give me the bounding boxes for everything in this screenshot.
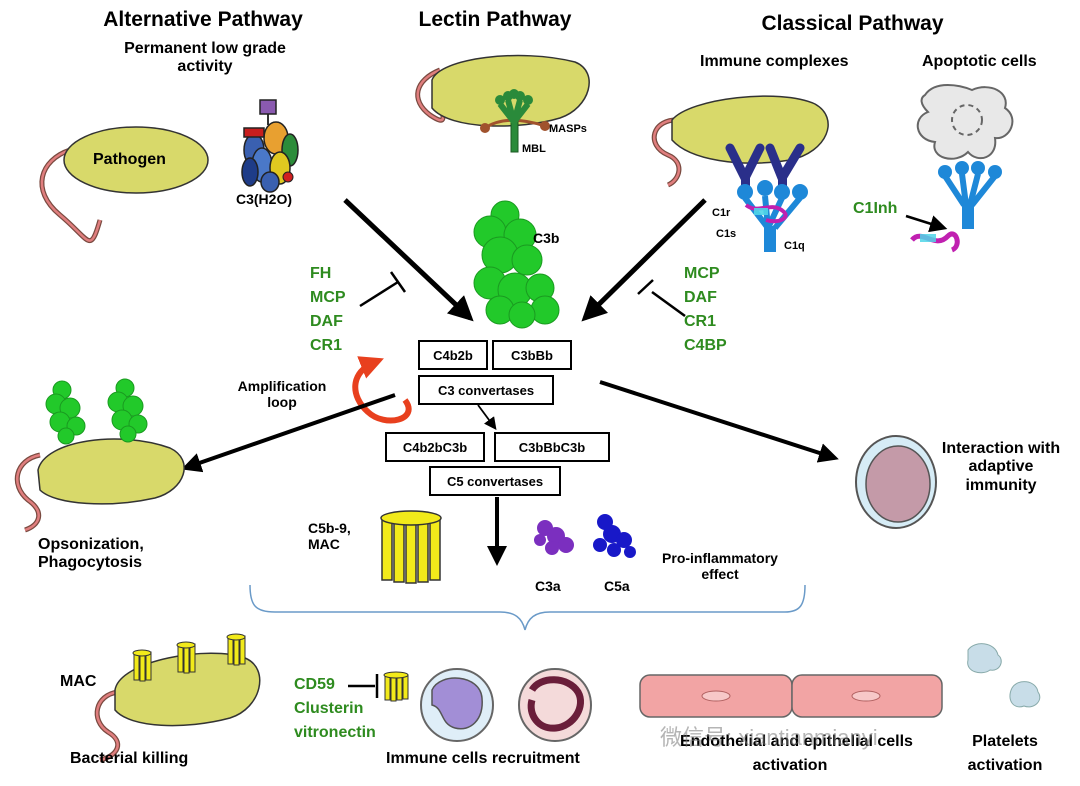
box-c4b2bc3b: C4b2bC3b [385, 432, 485, 462]
c3a-label: C3a [535, 578, 561, 594]
platelet-label: Platelets [972, 733, 1038, 750]
adaptive-cell [855, 435, 937, 529]
alternative-pathway-subtitle: Permanent low grade activity [124, 40, 286, 76]
immune-cells-recruitment-label: Immune cells recruitment [386, 750, 580, 767]
alt-inhibitor [359, 271, 407, 308]
mac-bacterium [94, 633, 261, 763]
box-c3-convertases: C3 convertases [418, 375, 554, 405]
classical-arrow [581, 198, 707, 322]
amplification-arrow [352, 356, 412, 424]
bacterial-killing-label: Bacterial killing [70, 750, 189, 767]
opsonized-pathogen [14, 378, 185, 533]
alternative-pathway-title: Alternative Pathway [103, 8, 303, 31]
mac-cylinders [380, 510, 442, 584]
box-c3bbbc3b: C3bBbC3b [494, 432, 610, 462]
adaptive-immunity-label: Interaction with adaptive immunity [941, 440, 1061, 494]
c1s-label: C1s [716, 228, 737, 240]
c1r-label: C1r [712, 207, 731, 219]
classical-regulator-daf: DAF [684, 289, 717, 306]
c5a-molecule [593, 514, 636, 558]
cd59-inhibitor [348, 671, 409, 702]
mbl-label: MBL [522, 143, 546, 155]
amplification-loop-label: Amplification loop [237, 378, 327, 411]
pathogen-label: Pathogen [93, 151, 166, 168]
platelets [967, 643, 1041, 708]
monocyte-cell [420, 668, 494, 742]
bottom-mac-label: MAC [60, 673, 97, 690]
mbl-molecule [480, 89, 550, 153]
clusterin-label: Clusterin [294, 700, 364, 717]
convertase-arrow [477, 404, 497, 431]
proinflammatory-label: Pro-inflammatory effect [662, 550, 778, 583]
alt-regulator-fh: FH [310, 265, 332, 282]
box-c3bbb: C3bBb [492, 340, 572, 370]
classical-regulator-mcp: MCP [684, 265, 720, 282]
platelet-activation-label: activation [967, 757, 1043, 774]
lectin-pathway-title: Lectin Pathway [418, 8, 572, 31]
opsonization-arrow [181, 393, 396, 473]
vitronectin-label: vitronectin [294, 724, 376, 741]
c1inh-arrow [905, 214, 948, 233]
endothelial-cells [639, 674, 943, 718]
alternative-pathogen [39, 126, 209, 244]
classical-regulator-c4bp: C4BP [684, 337, 727, 354]
c3h2o-molecule [241, 99, 299, 193]
classical-pathogen [651, 95, 829, 188]
c3a-molecule [534, 520, 574, 555]
c1q-label: C1q [784, 240, 805, 252]
lectin-pathogen [415, 54, 590, 127]
watermark: 微信号: xiantianmianyi [660, 725, 878, 750]
box-c4b2b: C4b2b [418, 340, 488, 370]
c5a-label: C5a [604, 578, 630, 594]
c3h2o-label: C3(H2O) [236, 191, 293, 207]
apoptotic-cells-label: Apoptotic cells [922, 53, 1037, 70]
mac-label: C5b-9, MAC [308, 520, 351, 553]
classical-inhibitor [637, 279, 686, 318]
c1inh-label: C1Inh [853, 200, 898, 217]
opsonization-label: Opsonization, Phagocytosis [38, 536, 144, 572]
c1q-apoptotic [938, 161, 1002, 229]
c3b-molecule [473, 200, 560, 329]
endothelial-activation-label: activation [752, 757, 828, 774]
neutrophil-cell [518, 668, 592, 742]
masps-label: MASPs [549, 123, 587, 135]
c1inh-molecule [910, 231, 960, 253]
alt-arrow [343, 198, 474, 322]
adaptive-arrow [599, 380, 839, 463]
c1q-classical [737, 180, 808, 252]
alt-regulator-daf: DAF [310, 313, 343, 330]
classical-pathway-title: Classical Pathway [761, 12, 944, 35]
apoptotic-cell [916, 84, 1014, 160]
alt-regulator-cr1: CR1 [310, 337, 343, 354]
immune-complexes-label: Immune complexes [700, 53, 849, 70]
effects-bracket [249, 584, 806, 631]
classical-regulator-cr1: CR1 [684, 313, 717, 330]
c3b-label: C3b [533, 230, 560, 246]
endothelial-label: Endothelial and epithelial cells [680, 733, 913, 750]
cd59-label: CD59 [294, 676, 335, 693]
alt-regulator-mcp: MCP [310, 289, 346, 306]
box-c5-convertases: C5 convertases [429, 466, 561, 496]
